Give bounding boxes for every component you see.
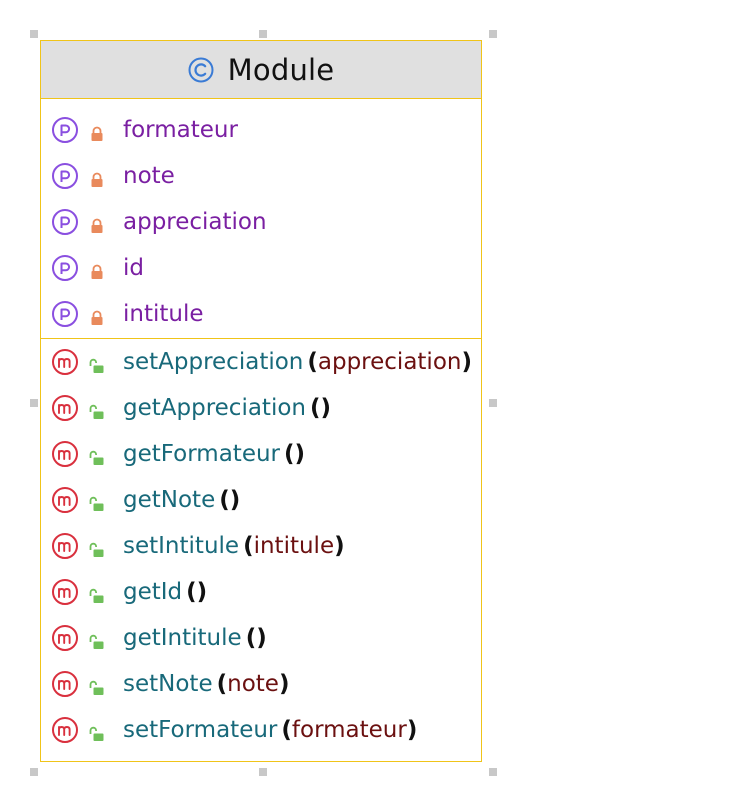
method-param: formateur	[291, 717, 407, 743]
method-row[interactable]: setIntitule(intitule)	[41, 523, 481, 569]
method-close-paren: )	[256, 625, 267, 651]
field-name: formateur	[123, 117, 238, 143]
class-c-icon	[188, 57, 214, 83]
field-name: note	[123, 163, 175, 189]
method-close-paren: )	[334, 533, 345, 559]
method-close-paren: )	[229, 487, 241, 513]
method-name: setNote	[123, 671, 213, 697]
class-header: Module	[41, 41, 481, 99]
uml-class-box[interactable]: Module formateur note appreciation id intitu…	[40, 40, 482, 762]
class-title: Module	[227, 52, 335, 87]
public-unlock-icon	[89, 676, 105, 695]
selection-handle-bottom-right[interactable]	[489, 768, 497, 776]
method-close-paren: )	[320, 395, 332, 421]
method-close-paren: )	[196, 579, 208, 605]
method-row[interactable]: getId()	[41, 569, 481, 615]
private-lock-icon	[89, 122, 105, 141]
selection-handle-bottom-center[interactable]	[259, 768, 267, 776]
method-m-icon	[51, 486, 79, 514]
selection-handle-middle-left[interactable]	[30, 399, 38, 407]
private-lock-icon	[89, 214, 105, 233]
selection-handle-bottom-left[interactable]	[30, 768, 38, 776]
method-name: setIntitule	[123, 533, 240, 559]
method-open-paren: (	[307, 349, 318, 375]
method-m-icon	[51, 670, 79, 698]
method-open-paren: (	[245, 625, 257, 651]
method-name: getFormateur	[123, 441, 281, 467]
public-unlock-icon	[89, 722, 105, 741]
methods-section: setAppreciation(appreciation)getApprecia…	[41, 339, 481, 753]
public-unlock-icon	[89, 584, 105, 603]
method-open-paren: (	[186, 579, 197, 605]
field-row[interactable]: id	[41, 245, 481, 291]
property-p-icon	[51, 116, 79, 144]
method-name: setAppreciation	[123, 349, 304, 375]
selection-handle-top-right[interactable]	[489, 30, 497, 38]
property-p-icon	[51, 300, 79, 328]
method-m-icon	[51, 578, 79, 606]
public-unlock-icon	[89, 492, 105, 511]
selection-handle-top-left[interactable]	[30, 30, 38, 38]
public-unlock-icon	[89, 446, 105, 465]
field-row[interactable]: note	[41, 153, 481, 199]
method-open-paren: (	[219, 487, 230, 513]
method-open-paren: (	[216, 671, 228, 697]
fields-section: formateur note appreciation id intitule	[41, 99, 481, 339]
method-name: getAppreciation	[123, 395, 306, 421]
method-row[interactable]: getIntitule()	[41, 615, 481, 661]
method-m-icon	[51, 624, 79, 652]
method-m-icon	[51, 440, 79, 468]
method-m-icon	[51, 394, 79, 422]
field-row[interactable]: intitule	[41, 291, 481, 337]
property-p-icon	[51, 254, 79, 282]
property-p-icon	[51, 208, 79, 236]
method-row[interactable]: setAppreciation(appreciation)	[41, 339, 481, 385]
method-param: note	[227, 671, 279, 697]
field-row[interactable]: formateur	[41, 107, 481, 153]
method-name: getNote	[123, 487, 216, 513]
private-lock-icon	[89, 260, 105, 279]
method-open-paren: (	[310, 395, 321, 421]
method-close-paren: )	[294, 441, 306, 467]
field-name: id	[123, 255, 144, 281]
method-open-paren: (	[243, 533, 254, 559]
method-m-icon	[51, 532, 79, 560]
method-row[interactable]: getFormateur()	[41, 431, 481, 477]
method-row[interactable]: setFormateur(formateur)	[41, 707, 481, 753]
method-m-icon	[51, 348, 79, 376]
public-unlock-icon	[89, 400, 105, 419]
method-open-paren: (	[284, 441, 295, 467]
method-m-icon	[51, 716, 79, 744]
private-lock-icon	[89, 306, 105, 325]
method-row[interactable]: setNote(note)	[41, 661, 481, 707]
field-name: appreciation	[123, 209, 267, 235]
method-close-paren: )	[278, 671, 290, 697]
selection-handle-middle-right[interactable]	[489, 399, 497, 407]
public-unlock-icon	[89, 354, 105, 373]
selection-handle-top-center[interactable]	[259, 30, 267, 38]
method-close-paren: )	[406, 717, 418, 743]
field-name: intitule	[123, 301, 204, 327]
method-param: appreciation	[317, 349, 462, 375]
method-row[interactable]: getAppreciation()	[41, 385, 481, 431]
field-row[interactable]: appreciation	[41, 199, 481, 245]
public-unlock-icon	[89, 630, 105, 649]
method-name: getIntitule	[123, 625, 242, 651]
private-lock-icon	[89, 168, 105, 187]
method-close-paren: )	[461, 349, 472, 375]
method-param: intitule	[253, 533, 335, 559]
method-row[interactable]: getNote()	[41, 477, 481, 523]
public-unlock-icon	[89, 538, 105, 557]
method-open-paren: (	[281, 717, 292, 743]
property-p-icon	[51, 162, 79, 190]
method-name: getId	[123, 579, 183, 605]
method-name: setFormateur	[123, 717, 278, 743]
